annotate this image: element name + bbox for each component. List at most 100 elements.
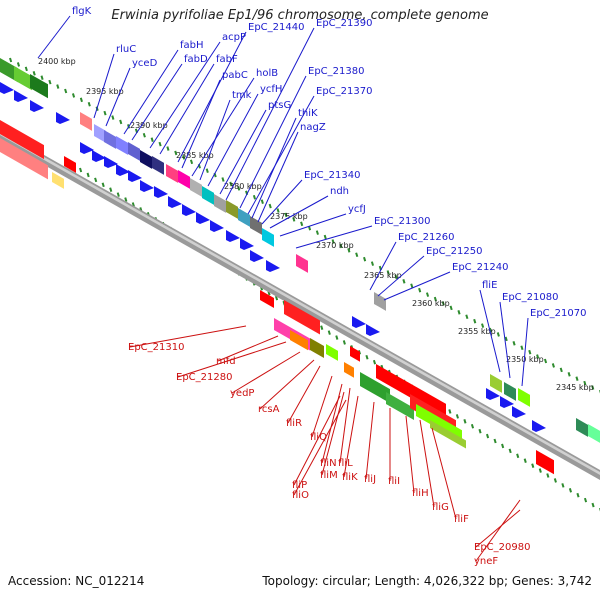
forward-leader-line (251, 117, 297, 219)
outer-tick (496, 332, 500, 337)
forward-gene-label: nagZ (300, 122, 326, 133)
outer-tick (520, 345, 524, 351)
inner-tick (335, 335, 339, 340)
forward-leader-line (131, 63, 183, 141)
forward-gene-label: EpC_21440 (248, 22, 304, 33)
reverse-gene-block (290, 330, 308, 351)
reverse-gene-label: mfd (216, 356, 236, 367)
forward-arrow (30, 100, 44, 112)
reverse-leader-line (419, 419, 435, 508)
forward-leader-line (499, 301, 511, 379)
reverse-gene-block (326, 344, 338, 361)
forward-gene-label: ycfH (260, 84, 282, 95)
forward-gene-label: EpC_21250 (426, 246, 482, 257)
outer-tick (386, 270, 390, 275)
inner-tick (274, 295, 279, 301)
forward-gene-label: thiK (298, 108, 318, 119)
gene-labels-layer: flgKrluCyceDfabHfabDacpPfabFEpC_21440pab… (72, 6, 586, 567)
forward-arrow (250, 250, 264, 262)
reverse-gene-label: fliR (286, 418, 302, 429)
reverse-gene-block (52, 172, 64, 189)
forward-gene-block (276, 236, 288, 255)
reverse-gene-label: fliK (342, 472, 358, 483)
forward-arrow (500, 396, 514, 408)
forward-leader-line (207, 93, 259, 187)
outer-tick (221, 177, 225, 182)
forward-leader-line (521, 317, 529, 387)
outer-tick (182, 155, 186, 160)
outer-tick (488, 327, 493, 333)
reverse-gene-label: yneF (474, 556, 498, 567)
reverse-gene-label: yedP (230, 388, 254, 399)
outer-tick (268, 203, 272, 209)
reverse-gene-label: fliJ (364, 474, 376, 485)
outer-tick (433, 296, 437, 302)
forward-gene-block (152, 156, 164, 175)
inner-tick (568, 488, 573, 493)
inner-tick (591, 502, 595, 508)
forward-gene-label: fabF (216, 54, 238, 65)
inner-tick (94, 177, 98, 183)
forward-arrow (210, 220, 224, 232)
inner-tick (470, 423, 475, 429)
forward-gene-label: EpC_21240 (452, 262, 508, 273)
outer-tick (559, 367, 563, 373)
outer-tick (449, 305, 453, 311)
outer-tick (237, 186, 241, 191)
topology-text: Topology: circular; Length: 4,026,322 bp… (262, 574, 592, 588)
outer-tick (64, 88, 68, 94)
forward-gene-label: ycfJ (348, 204, 366, 215)
forward-arrow (366, 324, 380, 336)
forward-arrow (116, 164, 130, 176)
forward-gene-label: fabH (180, 40, 204, 51)
forward-leader-line (149, 41, 221, 149)
forward-arrow (182, 204, 196, 216)
forward-arrow (196, 212, 210, 224)
inner-tick (327, 330, 331, 335)
inner-tick (493, 438, 497, 444)
reverse-gene-block (284, 300, 320, 335)
forward-leader-line (93, 53, 115, 119)
inner-tick (523, 458, 527, 464)
forward-gene-block (238, 208, 250, 227)
forward-leader-line (383, 271, 451, 301)
forward-gene-block (104, 130, 116, 149)
forward-gene-block (190, 178, 202, 197)
outer-tick (410, 283, 414, 289)
forward-gene-block (214, 194, 226, 213)
forward-arrow (14, 90, 28, 102)
forward-gene-label: EpC_21340 (304, 170, 360, 181)
reverse-leader-line (287, 365, 321, 424)
forward-gene-block (518, 388, 530, 407)
outer-tick (504, 336, 508, 342)
reverse-gene-block (64, 156, 76, 173)
forward-gene-block (226, 200, 238, 219)
forward-leader-line (159, 63, 215, 155)
reverse-gene-label: EpC_21280 (176, 372, 232, 383)
forward-leader-line (181, 79, 221, 169)
forward-gene-block (0, 58, 18, 83)
inner-tick (478, 428, 482, 434)
outer-tick (418, 287, 422, 293)
outer-tick (394, 274, 398, 280)
outer-tick (87, 101, 91, 107)
forward-leader-line (269, 195, 329, 229)
forward-gene-block (116, 136, 128, 155)
inner-tick (485, 433, 490, 439)
outer-tick (441, 301, 445, 306)
outer-tick (48, 79, 52, 85)
outer-tick (575, 376, 579, 382)
outer-tick (158, 141, 162, 147)
reverse-gene-label: fliM (320, 470, 338, 481)
reverse-gene-block (310, 338, 324, 358)
outer-tick (56, 84, 60, 89)
forward-gene-label: ndh (330, 186, 349, 197)
reverse-gene-label: fliF (454, 514, 469, 525)
forward-arrow (154, 186, 168, 198)
outer-tick (79, 97, 83, 103)
gene-features-layer (0, 58, 600, 475)
forward-leader-line (123, 49, 179, 135)
outer-tick (512, 341, 516, 346)
outer-tick (591, 385, 595, 390)
forward-leader-line (261, 179, 303, 225)
